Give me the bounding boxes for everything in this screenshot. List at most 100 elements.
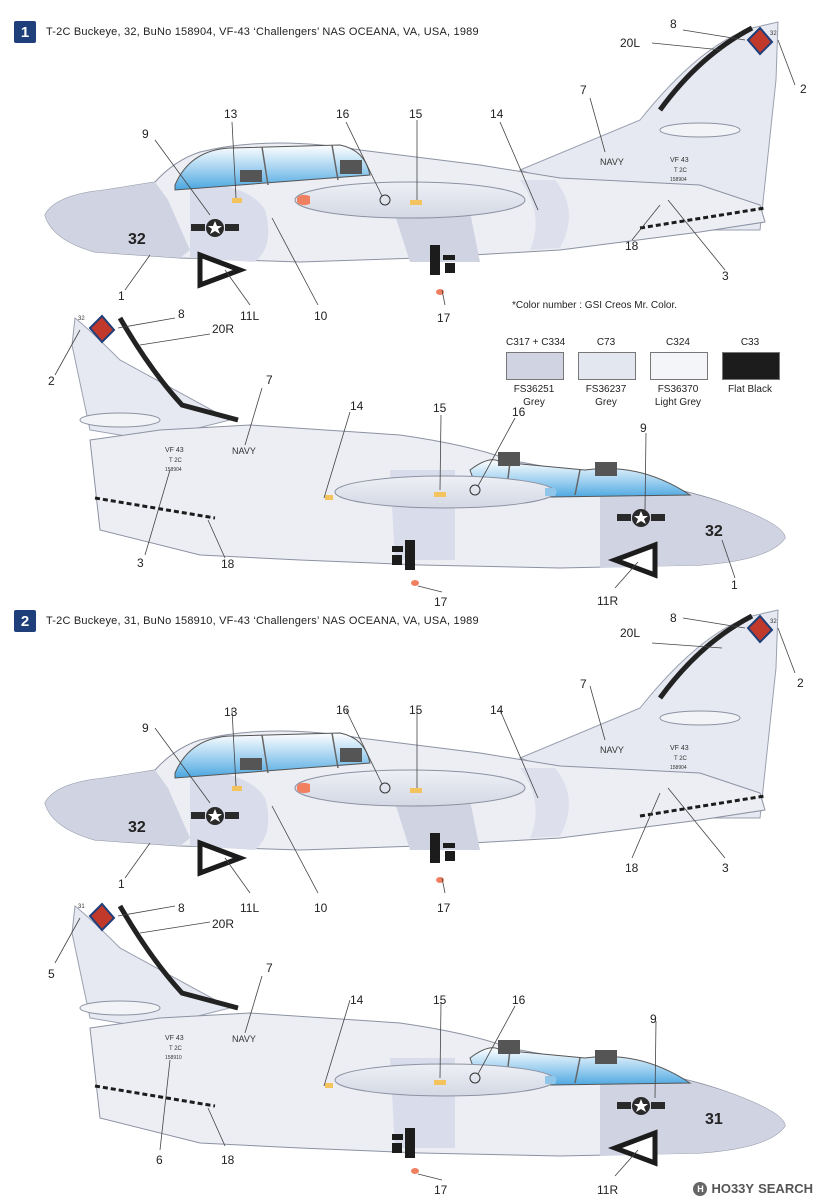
navy-text: NAVY xyxy=(232,446,256,456)
profile-2-number: 2 xyxy=(14,610,36,632)
unit-text: VF 43 xyxy=(165,1035,184,1042)
color-swatch-1: C317 + C334 FS36251 Grey xyxy=(506,336,565,409)
callout: 15 xyxy=(433,401,447,415)
profile-2-heading: 2 T-2C Buckeye, 31, BuNo 158910, VF-43 ‘… xyxy=(14,609,479,633)
tail-number: 32 xyxy=(770,31,777,37)
callout: 20R xyxy=(212,322,234,336)
color-note: *Color number : GSI Creos Mr. Color. xyxy=(512,300,678,311)
callout: 3 xyxy=(722,861,729,875)
tail-number: 31 xyxy=(78,904,85,910)
type-text: T 2C xyxy=(169,458,183,464)
callout: 6 xyxy=(156,1153,163,1167)
swatch-box xyxy=(506,352,564,380)
callout: 9 xyxy=(142,127,149,141)
callout: 15 xyxy=(409,703,423,717)
type-text: T 2C xyxy=(674,168,688,174)
color-legend: C317 + C334 FS36251 Grey C73 FS36237 Gre… xyxy=(506,336,780,409)
profile-2-right-callouts: 5 6 7 8 9 11R 14 15 16 17 18 20R xyxy=(48,901,657,1197)
navy-text: NAVY xyxy=(232,1034,256,1044)
callout: 15 xyxy=(409,107,423,121)
callout: 2 xyxy=(48,374,55,388)
swatch-name: Flat Black xyxy=(728,384,772,395)
callout: 1 xyxy=(118,877,125,891)
callout: 16 xyxy=(336,107,350,121)
swatch-fs: FS36370 xyxy=(657,384,699,395)
buno-text: 158904 xyxy=(165,467,182,473)
callout: 2 xyxy=(797,676,804,690)
watermark-brand: HO33Y xyxy=(711,1181,755,1196)
swatch-fs: FS36237 xyxy=(585,384,627,395)
profile-2-left-callouts: 1 2 3 7 8 9 10 11L 13 14 15 16 17 18 20L xyxy=(118,611,804,915)
navy-text: NAVY xyxy=(600,157,624,167)
callout: 10 xyxy=(314,309,328,323)
callout: 7 xyxy=(580,677,587,691)
swatch-name: Grey xyxy=(595,397,617,408)
callout: 7 xyxy=(266,961,273,975)
callout: 11L xyxy=(240,309,259,323)
callout: 13 xyxy=(224,107,238,121)
swatch-code: C33 xyxy=(740,337,760,348)
swatch-code: C73 xyxy=(596,337,616,348)
callout: 8 xyxy=(670,17,677,31)
callout: 14 xyxy=(350,399,364,413)
callout: 14 xyxy=(350,993,364,1007)
callout: 9 xyxy=(650,1012,657,1026)
callout: 14 xyxy=(490,107,504,121)
callout: 17 xyxy=(437,311,451,325)
watermark-logo-icon: H xyxy=(693,1181,708,1196)
unit-text: VF 43 xyxy=(670,745,689,752)
callout: 5 xyxy=(48,967,55,981)
tail-number: 32 xyxy=(78,316,85,322)
swatch-name: Grey xyxy=(523,397,545,408)
profile-2-left-drawing xyxy=(45,610,778,883)
callout: 18 xyxy=(221,1153,235,1167)
swatch-box xyxy=(722,352,780,380)
nose-number: 32 xyxy=(128,819,146,836)
unit-text: VF 43 xyxy=(670,157,689,164)
swatch-name: Light Grey xyxy=(654,397,702,408)
callout: 9 xyxy=(142,721,149,735)
callout: 1 xyxy=(118,289,125,303)
watermark-suffix: SEARCH xyxy=(758,1181,813,1196)
profile-1-left-callouts: 1 2 3 7 8 9 10 11L 13 14 15 16 17 18 20L xyxy=(118,17,807,325)
callout: 9 xyxy=(640,421,647,435)
navy-text: NAVY xyxy=(600,745,624,755)
profile-1-heading: 1 T-2C Buckeye, 32, BuNo 158904, VF-43 ‘… xyxy=(14,20,479,44)
swatch-fs: FS36251 xyxy=(513,384,555,395)
tail-number: 32 xyxy=(770,619,777,625)
nose-number: 32 xyxy=(128,231,146,248)
callout: 14 xyxy=(490,703,504,717)
buno-text: 158904 xyxy=(670,177,687,183)
callout: 3 xyxy=(137,556,144,570)
watermark: H HO33Y SEARCH xyxy=(693,1181,813,1196)
unit-text: VF 43 xyxy=(165,447,184,454)
buno-text: 158904 xyxy=(670,765,687,771)
callout: 17 xyxy=(434,595,448,609)
callout: 13 xyxy=(224,705,238,719)
callout: 20L xyxy=(620,36,640,50)
callout: 11L xyxy=(240,901,259,915)
callout: 11R xyxy=(597,594,618,608)
callout: 17 xyxy=(437,901,451,915)
profile-2-title: T-2C Buckeye, 31, BuNo 158910, VF-43 ‘Ch… xyxy=(46,615,479,627)
callout: 10 xyxy=(314,901,328,915)
callout: 7 xyxy=(266,373,273,387)
callout: 16 xyxy=(512,993,526,1007)
type-text: T 2C xyxy=(674,756,688,762)
callout: 18 xyxy=(625,861,639,875)
callout: 11R xyxy=(597,1183,618,1197)
nose-number: 32 xyxy=(705,523,723,540)
callout: 17 xyxy=(434,1183,448,1197)
callout: 16 xyxy=(336,703,350,717)
callout: 1 xyxy=(731,578,738,592)
swatch-box xyxy=(578,352,636,380)
swatch-code: C324 xyxy=(666,337,690,348)
buno-text: 158910 xyxy=(165,1055,182,1061)
callout: 8 xyxy=(178,307,185,321)
callout: 8 xyxy=(670,611,677,625)
swatch-box xyxy=(650,352,708,380)
color-swatch-3: C324 FS36370 Light Grey xyxy=(650,336,708,409)
callout: 18 xyxy=(625,239,639,253)
